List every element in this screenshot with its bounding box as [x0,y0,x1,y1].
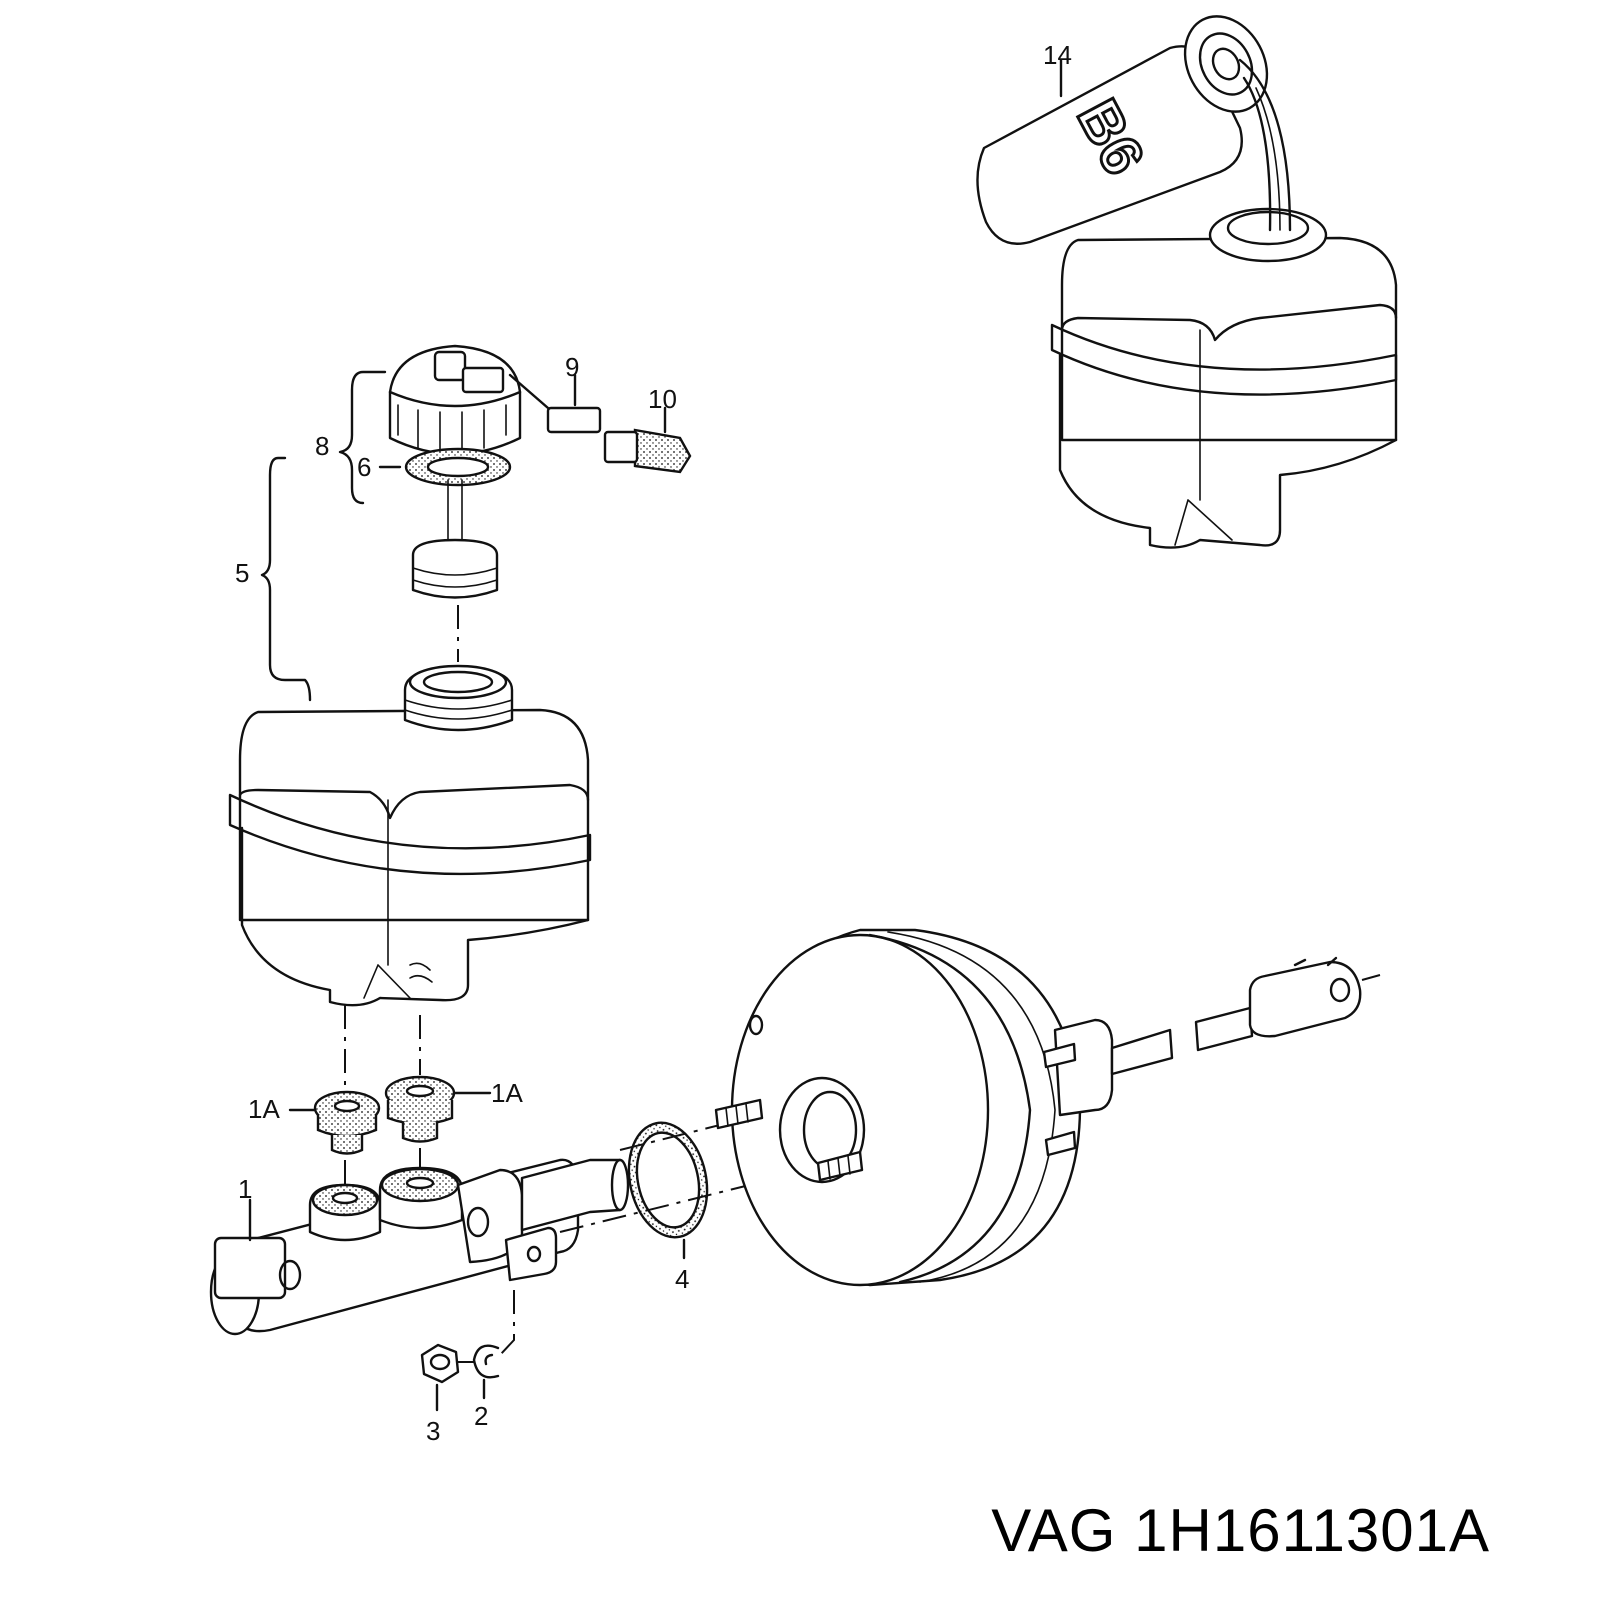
reservoir-seal-left [313,1090,381,1155]
bracket-5 [260,456,312,702]
o-ring-seal [627,1121,709,1239]
brake-master-cylinder [209,1158,630,1336]
reservoir-cap-assembly: 8 6 9 10 [315,344,692,599]
fluid-stream [1238,58,1292,232]
fluid-reservoir-refill-illustration: B6 14 [976,15,1398,549]
callout-1a-right: 1A [491,1078,523,1108]
strainer-insert [411,538,499,599]
hex-nut [420,1343,460,1384]
callout-4: 4 [675,1264,689,1294]
callout-6: 6 [357,452,371,482]
callout-8: 8 [315,431,329,461]
reservoir-top-body [1060,236,1398,442]
callout-2: 2 [474,1401,488,1431]
callout-9: 9 [565,352,579,382]
callout-3: 3 [426,1416,440,1446]
brake-booster [714,928,1381,1287]
callout-14: 14 [1043,40,1072,70]
part-number-caption: VAG 1H1611301A [991,1497,1490,1564]
level-sensor [546,406,602,434]
reservoir-seal-right [384,1075,456,1143]
retaining-clip [472,1344,500,1379]
callout-10: 10 [648,384,677,414]
sensor-connector [633,428,692,474]
callout-1: 1 [238,1174,252,1204]
brake-fluid-bottle: B6 [976,15,1269,245]
brake-fluid-reservoir [228,664,592,1007]
callout-5: 5 [235,558,249,588]
callout-1a-left: 1A [248,1094,280,1124]
